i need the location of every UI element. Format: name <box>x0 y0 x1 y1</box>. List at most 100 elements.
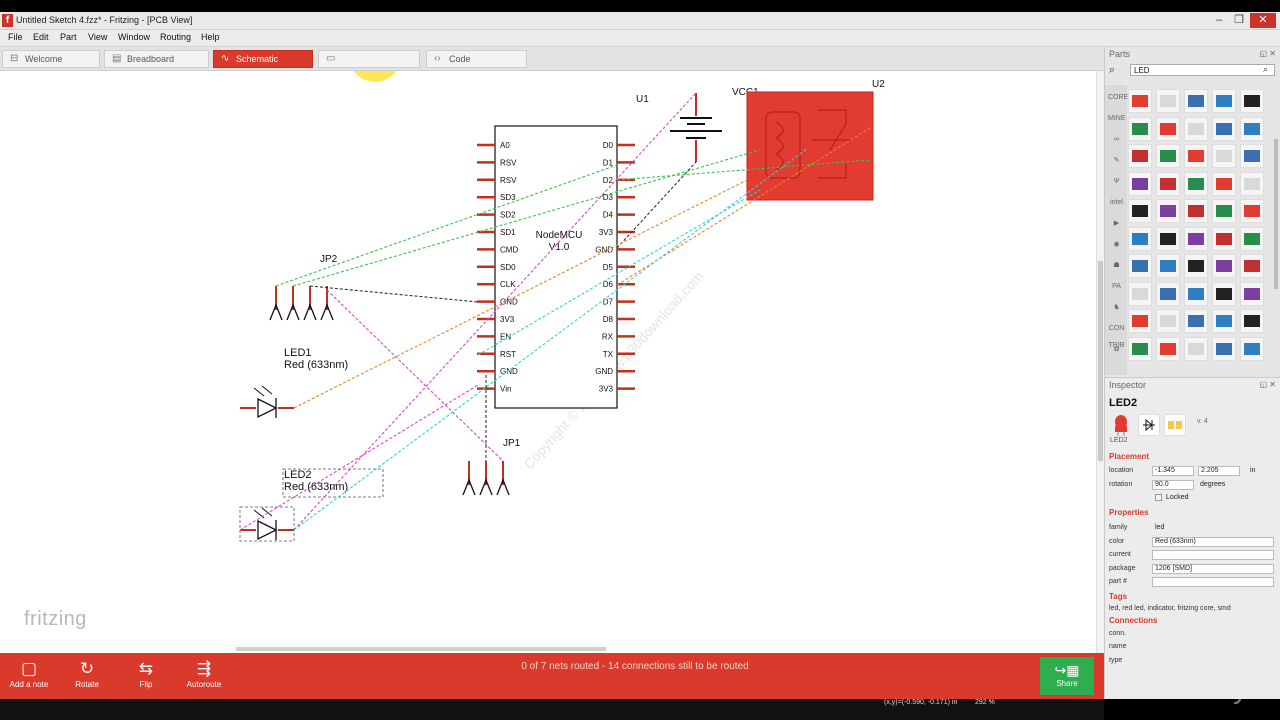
part-thumbnail[interactable] <box>1156 171 1180 196</box>
part-thumbnail[interactable] <box>1240 89 1264 113</box>
mcu-pin-right[interactable]: D0 <box>603 141 635 150</box>
part-thumbnail[interactable] <box>1240 336 1264 361</box>
part-thumbnail[interactable] <box>1184 281 1208 306</box>
mcu-pin-right[interactable]: TX <box>603 350 635 359</box>
part-thumbnail[interactable] <box>1212 254 1236 278</box>
part-thumbnail[interactable] <box>1156 309 1180 333</box>
part-thumbnail[interactable] <box>1240 144 1264 168</box>
part-thumbnail[interactable] <box>1212 199 1236 223</box>
mcu-pin-right[interactable]: D4 <box>603 211 635 220</box>
part-thumbnail[interactable] <box>1128 116 1152 141</box>
parts-bin-tab[interactable]: PA <box>1112 283 1121 290</box>
part-thumbnail[interactable] <box>1128 144 1152 168</box>
parts-scrollbar[interactable] <box>1274 139 1278 289</box>
part-thumbnail[interactable] <box>1212 226 1236 251</box>
partnum-field[interactable] <box>1152 577 1274 587</box>
canvas-vertical-scrollbar[interactable] <box>1096 71 1104 653</box>
part-thumbnail[interactable] <box>1128 171 1152 196</box>
menu-help[interactable]: Help <box>201 32 220 42</box>
part-thumbnail[interactable] <box>1212 116 1236 141</box>
led2-symbol[interactable] <box>239 506 295 542</box>
part-thumbnail[interactable] <box>1184 254 1208 278</box>
color-select[interactable]: Red (633nm) <box>1152 537 1274 547</box>
part-thumbnail[interactable] <box>1184 309 1208 333</box>
part-thumbnail[interactable] <box>1128 336 1152 361</box>
part-thumbnail[interactable] <box>1128 226 1152 251</box>
location-y-field[interactable]: 2.205 <box>1198 466 1240 476</box>
menu-routing[interactable]: Routing <box>160 32 192 42</box>
tab-schematic[interactable]: ∿Schematic <box>213 50 313 68</box>
nodemcu-body[interactable] <box>494 125 618 409</box>
parts-bin-tab[interactable]: ♞ <box>1113 304 1120 311</box>
part-thumbnail[interactable] <box>1184 89 1208 113</box>
part-thumbnail[interactable] <box>1156 254 1180 278</box>
minimize-button[interactable]: – <box>1215 14 1223 26</box>
current-select[interactable] <box>1152 550 1274 560</box>
parts-bin-tab[interactable]: CORE <box>1108 94 1129 101</box>
package-select[interactable]: 1206 [SMD] <box>1152 564 1274 574</box>
mcu-pin-right[interactable]: D6 <box>603 280 635 289</box>
part-thumbnail[interactable] <box>1128 309 1152 333</box>
mcu-pin-left[interactable]: 3V3 <box>477 315 515 324</box>
led1-symbol[interactable] <box>240 385 294 419</box>
part-thumbnail[interactable] <box>1184 336 1208 361</box>
parts-panel-controls[interactable]: ◱ ✕ <box>1259 49 1276 58</box>
search-button-icon[interactable]: ⌕ <box>1263 64 1269 74</box>
locked-checkbox[interactable] <box>1155 494 1162 501</box>
mcu-pin-right[interactable]: D8 <box>603 315 635 324</box>
mcu-pin-left[interactable]: EN <box>477 332 511 341</box>
menu-part[interactable]: Part <box>60 32 77 42</box>
inspector-panel-controls[interactable]: ◱ ✕ <box>1259 380 1276 389</box>
mcu-pin-right[interactable]: D2 <box>603 176 635 185</box>
u2-relay-module[interactable] <box>746 91 874 201</box>
mcu-pin-left[interactable]: RSV <box>477 176 517 185</box>
part-thumbnail[interactable] <box>1212 336 1236 361</box>
part-thumbnail[interactable] <box>1240 199 1264 223</box>
mcu-pin-right[interactable]: D5 <box>603 263 635 272</box>
part-thumbnail[interactable] <box>1156 89 1180 113</box>
part-thumbnail[interactable] <box>1128 254 1152 278</box>
add-note-button[interactable]: ▢Add a note <box>4 653 54 699</box>
mcu-pin-left[interactable]: SD0 <box>477 263 516 272</box>
part-thumbnail[interactable] <box>1212 171 1236 196</box>
part-thumbnail[interactable] <box>1240 116 1264 141</box>
jp2-header[interactable] <box>269 286 334 321</box>
tab-code[interactable]: ‹›Code <box>426 50 527 68</box>
part-thumbnail[interactable] <box>1128 89 1152 113</box>
mcu-pin-left[interactable]: SD3 <box>477 193 516 202</box>
menu-edit[interactable]: Edit <box>33 32 49 42</box>
mcu-pin-right[interactable]: GND <box>595 367 635 376</box>
parts-bin-tab[interactable]: intel <box>1110 199 1123 206</box>
tab-breadboard[interactable]: ▤Breadboard <box>104 50 209 68</box>
part-thumbnail[interactable] <box>1212 89 1236 113</box>
part-thumbnail[interactable] <box>1184 226 1208 251</box>
part-thumbnail[interactable] <box>1128 281 1152 306</box>
parts-search-input[interactable]: LED <box>1130 64 1275 76</box>
part-thumbnail[interactable] <box>1240 281 1264 306</box>
mcu-pin-left[interactable]: CMD <box>477 245 518 254</box>
part-thumbnail[interactable] <box>1240 254 1264 278</box>
autoroute-button[interactable]: ⇶Autoroute <box>179 653 229 699</box>
mcu-pin-right[interactable]: GND <box>595 245 635 254</box>
mcu-pin-left[interactable]: SD1 <box>477 228 516 237</box>
close-button[interactable]: ✕ <box>1250 13 1276 28</box>
part-thumbnail[interactable] <box>1156 116 1180 141</box>
mcu-pin-left[interactable]: A0 <box>477 141 510 150</box>
mcu-pin-left[interactable]: SD2 <box>477 211 516 220</box>
part-thumbnail[interactable] <box>1184 171 1208 196</box>
part-thumbnail[interactable] <box>1156 226 1180 251</box>
parts-bin-tab[interactable]: ✎ <box>1113 157 1120 164</box>
part-thumbnail[interactable] <box>1128 199 1152 223</box>
parts-bin-tab[interactable]: CON TRIB <box>1108 325 1125 349</box>
jp1-header[interactable] <box>462 461 510 496</box>
rotate-button[interactable]: ↻Rotate <box>62 653 112 699</box>
part-thumbnail[interactable] <box>1212 309 1236 333</box>
part-thumbnail[interactable] <box>1212 281 1236 306</box>
mcu-pin-left[interactable]: RSV <box>477 158 517 167</box>
tab-welcome[interactable]: ⊟Welcome <box>2 50 100 68</box>
rotation-field[interactable]: 90.0 <box>1152 480 1194 490</box>
mcu-pin-left[interactable]: CLK <box>477 280 516 289</box>
mcu-pin-left[interactable]: Vin <box>477 385 511 394</box>
part-thumbnail[interactable] <box>1240 226 1264 251</box>
battery-u1[interactable] <box>670 93 722 162</box>
